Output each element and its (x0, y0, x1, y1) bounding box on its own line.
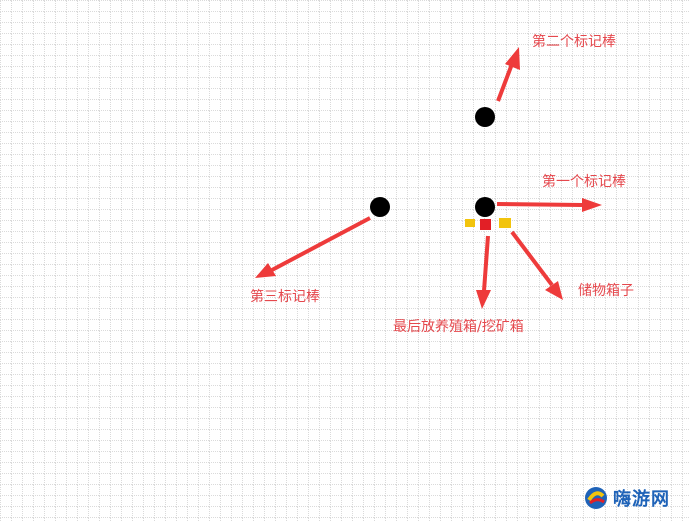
storage-box-left (465, 219, 475, 227)
arrow-to-storage-label (510, 230, 563, 300)
arrow-to-third-label (255, 216, 371, 278)
arrow-to-first-label (496, 198, 602, 212)
final-box-label: 最后放养殖箱/挖矿箱 (393, 319, 524, 335)
storage-box-label: 储物箱子 (578, 283, 634, 299)
second-marker-dot (475, 107, 495, 127)
arrow-to-final-label (476, 235, 491, 309)
watermark-text: 嗨游网 (613, 489, 670, 510)
haiyou-logo-icon (585, 487, 607, 509)
final-box (480, 219, 491, 230)
first-marker-label: 第一个标记棒 (542, 174, 626, 190)
second-marker-label: 第二个标记棒 (532, 34, 616, 50)
arrow-to-second-label (496, 47, 520, 102)
watermark: 嗨游网 (583, 485, 670, 511)
storage-box-right (499, 218, 511, 228)
third-marker-label: 第三标记棒 (250, 289, 320, 305)
first-marker-dot (475, 197, 495, 217)
third-marker-dot (370, 197, 390, 217)
